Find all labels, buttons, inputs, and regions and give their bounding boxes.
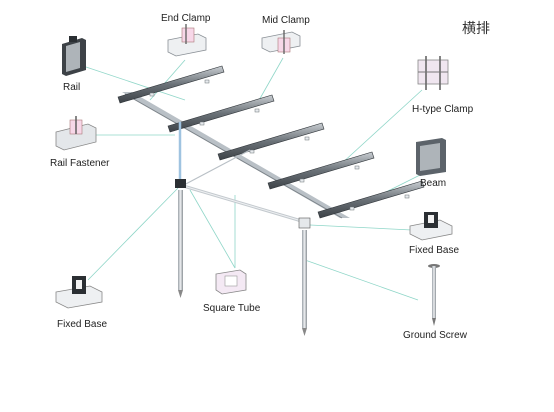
label-ground-screw: Ground Screw: [403, 330, 467, 341]
label-h-clamp: H-type Clamp: [412, 104, 474, 115]
rail-part-illustration: [62, 36, 86, 76]
square-tube-illustration: [215, 269, 247, 295]
label-beam: Beam: [420, 178, 447, 189]
label-fixed-base-right: Fixed Base: [409, 245, 460, 256]
label-end-clamp: End Clamp: [161, 13, 211, 24]
support-frame: [175, 122, 311, 229]
label-mid-clamp: Mid Clamp: [262, 15, 310, 26]
beam-part-illustration: [416, 138, 446, 176]
rail-clamps: [149, 79, 410, 211]
label-square-tube: Square Tube: [203, 303, 261, 314]
diagram-title: 横排: [462, 21, 490, 37]
end-clamp-illustration: [167, 24, 207, 57]
h-clamp-illustration: [417, 56, 449, 90]
rail-fastener-illustration: [55, 116, 97, 151]
callout-lines: [79, 57, 423, 301]
ground-screw-part-illustration: [428, 264, 440, 326]
cross-rails: [117, 65, 425, 219]
mid-clamp-illustration: [261, 30, 301, 54]
fixed-base-right-illustration: [409, 212, 453, 241]
fixed-base-left-illustration: [55, 276, 103, 309]
label-rail: Rail: [63, 82, 81, 93]
label-rail-fastener: Rail Fastener: [50, 158, 110, 169]
ground-screws-installed: [178, 190, 307, 336]
label-fixed-base-left: Fixed Base: [57, 319, 108, 330]
